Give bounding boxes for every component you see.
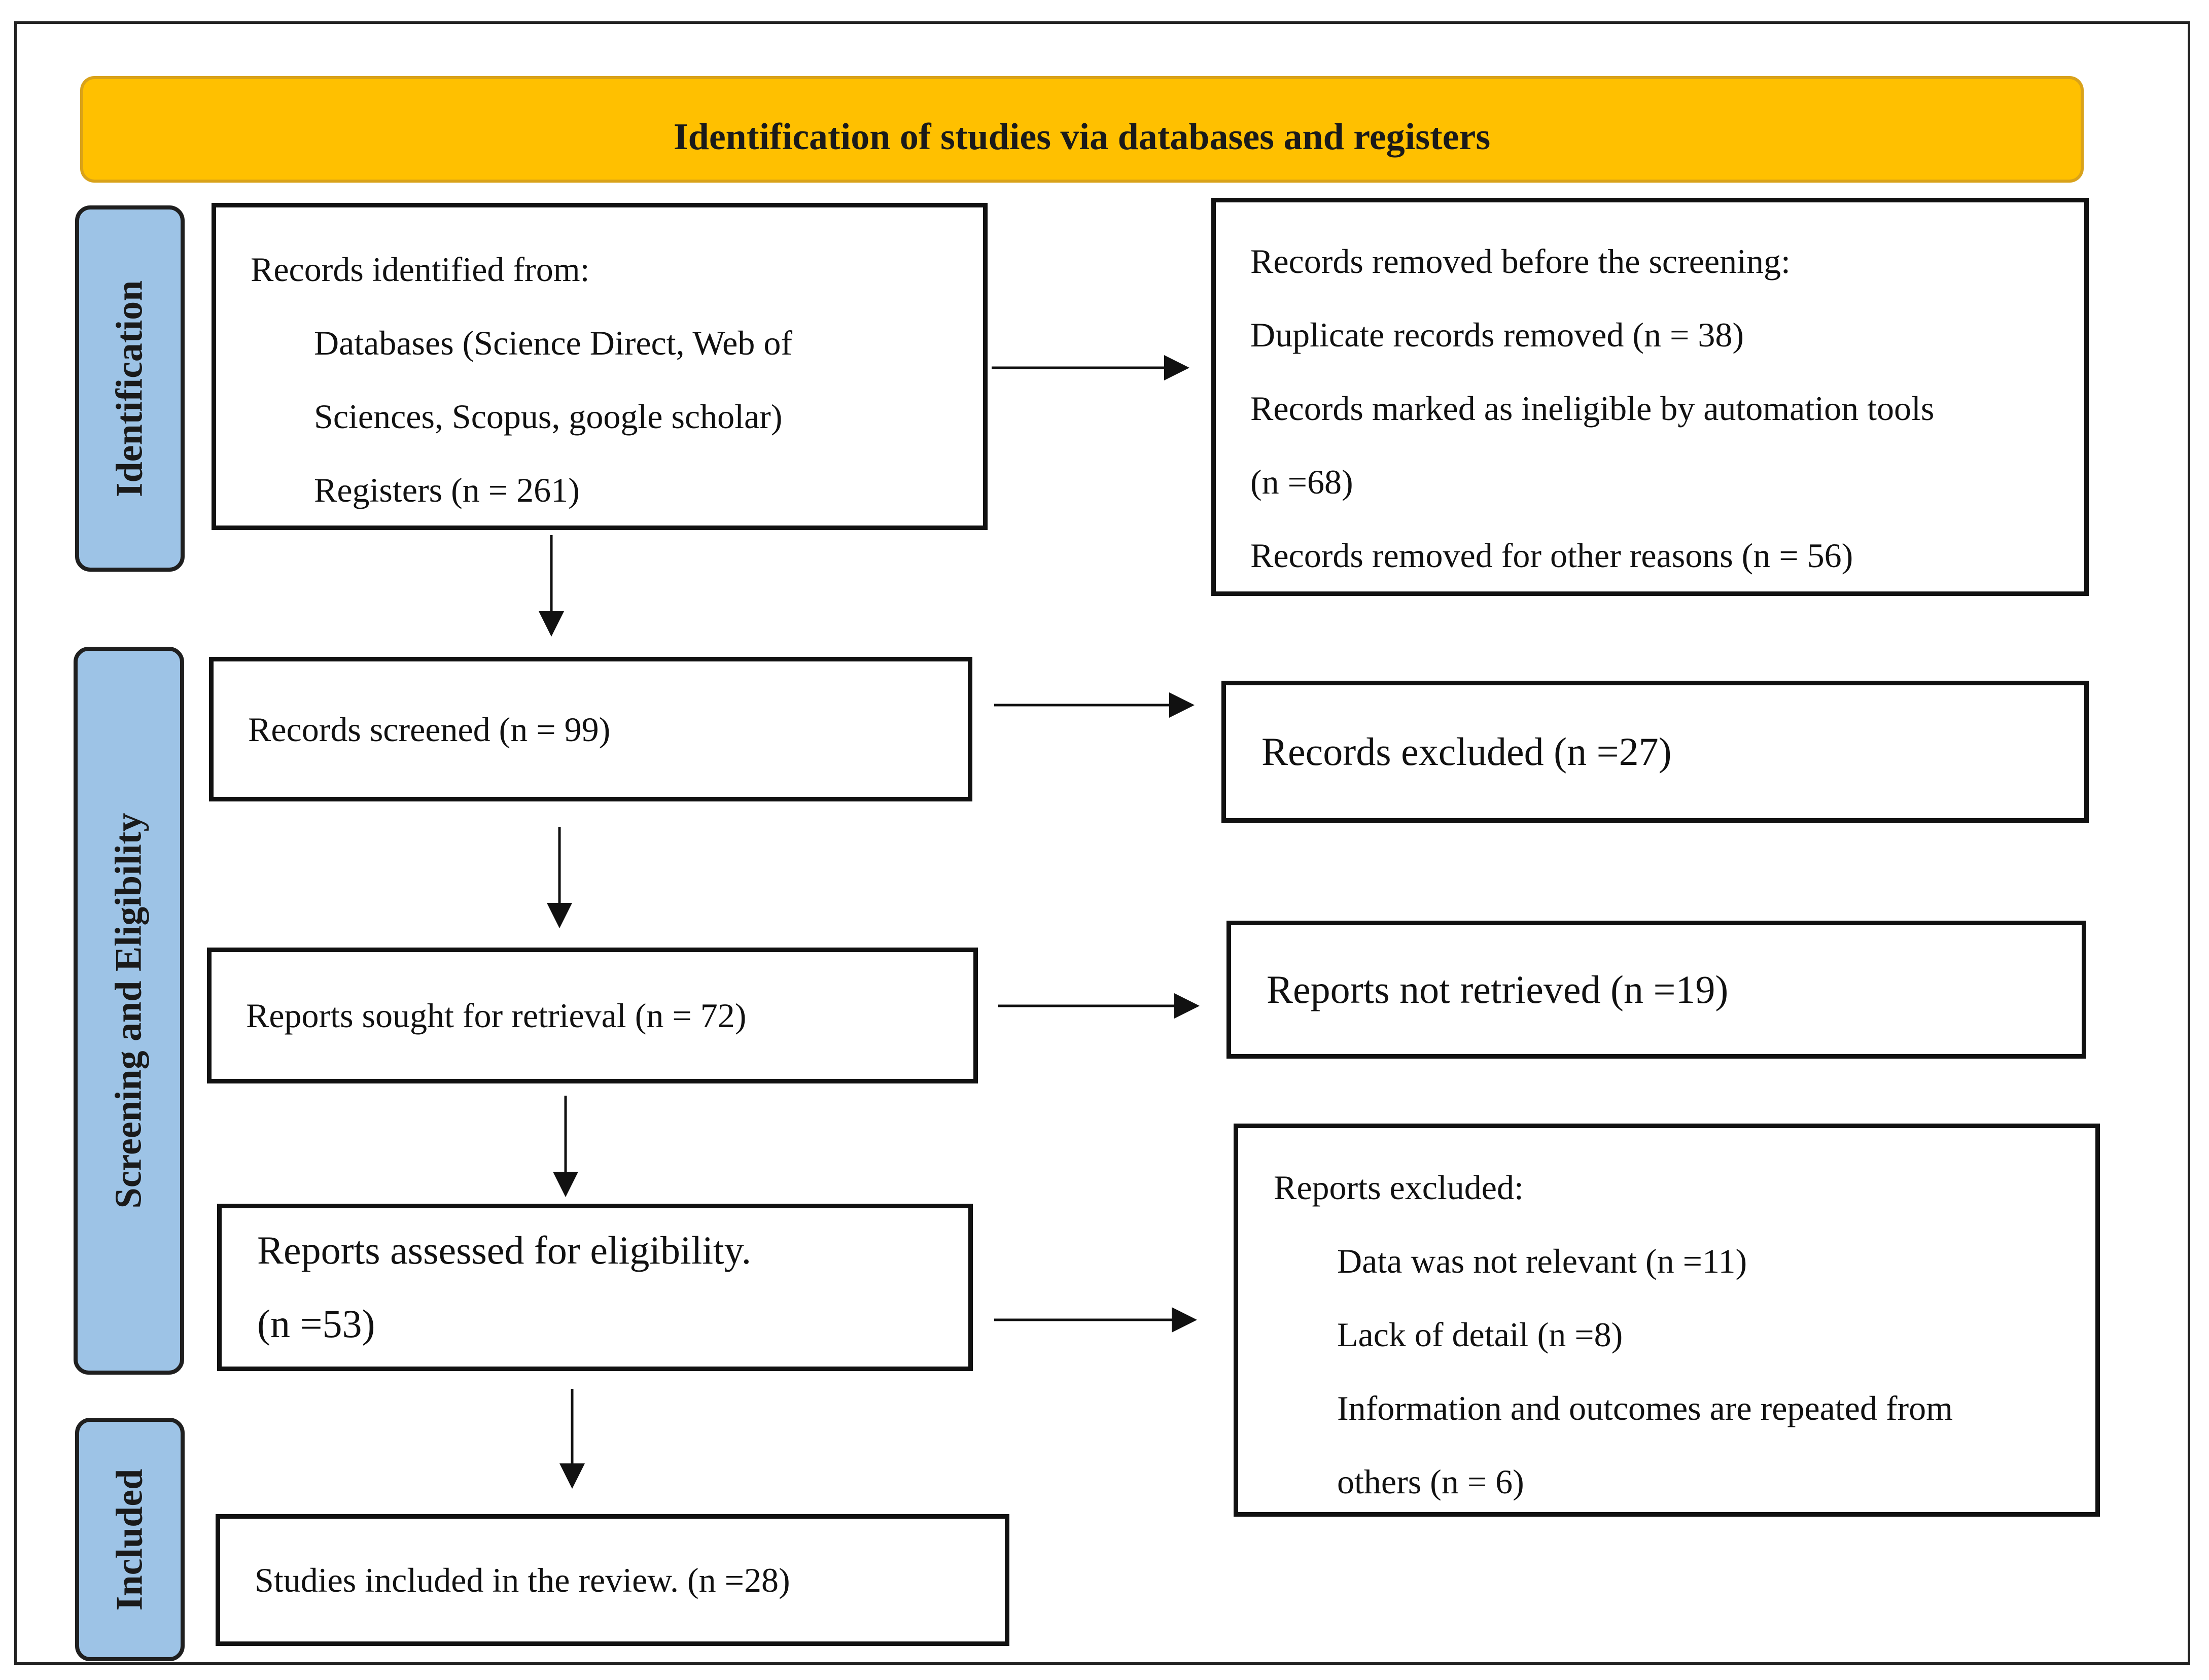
identified-databases-line1: Databases (Science Direct, Web of [314, 324, 792, 362]
reports-excluded-reason-3b: others (n = 6) [1337, 1462, 1524, 1501]
identified-databases-line2: Sciences, Scopus, google scholar) [314, 397, 783, 436]
records-removed-box: Records removed before the screening: Du… [1211, 198, 2089, 596]
removed-other: Records removed for other reasons (n = 5… [1250, 536, 1853, 575]
not-retrieved-label: Reports not retrieved (n =19) [1267, 967, 1729, 1011]
stage-included: Included [75, 1418, 185, 1661]
stage-screening-eligibility: Screening and Eligibility [74, 647, 184, 1375]
records-excluded-box: Records excluded (n =27) [1221, 681, 2089, 823]
screened-label: Records screened (n = 99) [248, 710, 611, 749]
included-label: Studies included in the review. (n =28) [255, 1561, 790, 1599]
stage-identification: Identification [75, 205, 185, 572]
reports-sought-box: Reports sought for retrieval (n = 72) [207, 948, 978, 1083]
reports-excluded-heading: Reports excluded: [1274, 1168, 1524, 1207]
banner-title: Identification of studies via databases … [673, 116, 1491, 158]
sought-label: Reports sought for retrieval (n = 72) [246, 996, 747, 1035]
reports-assessed-box: Reports assessed for eligibility. (n =53… [217, 1204, 973, 1371]
removed-ineligible-count: (n =68) [1250, 463, 1353, 501]
assessed-line2: (n =53) [257, 1302, 375, 1346]
identified-registers: Registers (n = 261) [314, 471, 580, 509]
reports-excluded-box: Reports excluded: Data was not relevant … [1234, 1124, 2100, 1517]
records-identified-box: Records identified from: Databases (Scie… [212, 203, 988, 530]
records-excluded-label: Records excluded (n =27) [1261, 729, 1672, 774]
removed-duplicates: Duplicate records removed (n = 38) [1250, 316, 1744, 354]
reports-excluded-reason-2: Lack of detail (n =8) [1337, 1315, 1623, 1354]
identified-heading: Records identified from: [251, 250, 590, 289]
studies-included-box: Studies included in the review. (n =28) [216, 1514, 1009, 1646]
reports-not-retrieved-box: Reports not retrieved (n =19) [1226, 921, 2086, 1059]
removed-heading: Records removed before the screening: [1250, 242, 1791, 281]
assessed-line1: Reports assessed for eligibility. [257, 1228, 752, 1272]
reports-excluded-reason-1: Data was not relevant (n =11) [1337, 1242, 1747, 1280]
reports-excluded-reason-3a: Information and outcomes are repeated fr… [1337, 1389, 1953, 1427]
removed-ineligible: Records marked as ineligible by automati… [1250, 389, 1935, 428]
records-screened-box: Records screened (n = 99) [209, 657, 972, 801]
diagram-frame [14, 21, 2190, 1665]
header-banner: Identification of studies via databases … [80, 76, 2084, 183]
